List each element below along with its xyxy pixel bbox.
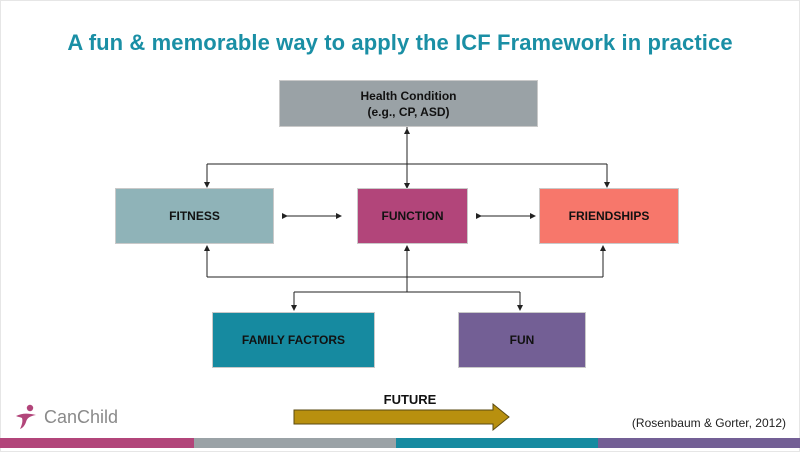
family-factors-box: FAMILY FACTORS — [212, 312, 375, 368]
health-condition-box: Health Condition (e.g., CP, ASD) — [279, 80, 538, 127]
fun-label: FUN — [509, 333, 535, 347]
family-factors-label: FAMILY FACTORS — [241, 333, 346, 347]
bar-segment-purple — [598, 438, 800, 448]
friendships-label: FRIENDSHIPS — [568, 209, 650, 223]
function-label: FUNCTION — [381, 209, 444, 223]
slide-title: A fun & memorable way to apply the ICF F… — [67, 30, 733, 55]
fun-box: FUN — [458, 312, 586, 368]
health-condition-example: (e.g., CP, ASD) — [367, 104, 450, 119]
fitness-label: FITNESS — [169, 209, 220, 223]
fitness-box: FITNESS — [115, 188, 274, 244]
bottom-color-bar — [0, 438, 800, 448]
future-label: FUTURE — [383, 392, 437, 407]
logo-text: CanChild — [44, 406, 119, 427]
canchild-figure-icon — [16, 404, 36, 429]
citation: (Rosenbaum & Gorter, 2012) — [631, 416, 786, 430]
health-condition-label: Health Condition — [360, 88, 457, 103]
future-arrow — [293, 402, 510, 432]
friendships-box: FRIENDSHIPS — [539, 188, 679, 244]
function-box: FUNCTION — [357, 188, 468, 244]
canchild-logo: CanChild — [14, 402, 118, 432]
bar-segment-gray — [194, 438, 396, 448]
bar-segment-teal — [396, 438, 598, 448]
bar-segment-magenta — [0, 438, 194, 448]
